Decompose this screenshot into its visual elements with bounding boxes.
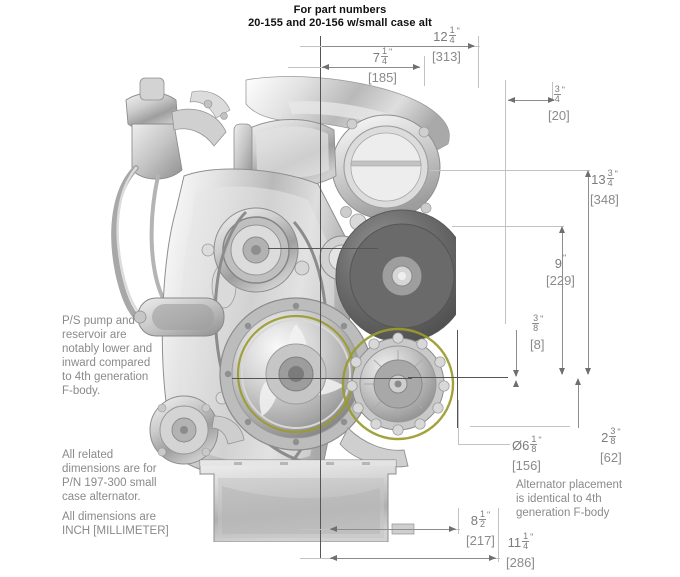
damper-horizontal-centerline bbox=[268, 248, 378, 249]
title-line-2: 20-155 and 20-156 w/small case alt bbox=[248, 17, 432, 29]
dimline-three-eighth bbox=[516, 330, 517, 376]
arrow-229-down bbox=[559, 368, 565, 375]
dimline-12-quarter bbox=[322, 46, 474, 47]
ext-right-20-b bbox=[552, 82, 553, 100]
arrow-217-right bbox=[449, 526, 456, 532]
arrow-62-up bbox=[575, 378, 581, 385]
ext-348-top bbox=[430, 170, 590, 171]
arrow-286-left bbox=[330, 555, 337, 561]
dimline-three-quarter bbox=[508, 100, 554, 101]
arrow-7-left bbox=[322, 64, 329, 70]
arrow-12-right bbox=[468, 43, 475, 49]
dimline-13-three-quarter bbox=[588, 172, 589, 374]
dimline-2-three-eighth bbox=[578, 380, 579, 428]
engine-illustration bbox=[96, 72, 456, 542]
vertical-centerline bbox=[320, 36, 321, 558]
arrow-20-right bbox=[548, 97, 555, 103]
dimline-7-quarter bbox=[322, 67, 420, 68]
alternator-horizontal-centerline bbox=[408, 377, 508, 378]
ext-top-vert-12 bbox=[478, 36, 479, 88]
note-ps-pump: P/S pump and reservoir are notably lower… bbox=[62, 315, 153, 397]
arrow-8-up bbox=[513, 380, 519, 387]
arrow-229-up bbox=[559, 226, 565, 233]
ext-62-bottom bbox=[470, 426, 570, 427]
title-line-1: For part numbers bbox=[293, 4, 387, 16]
arrow-20-left bbox=[508, 97, 515, 103]
note-related-dimensions: All related dimensions are for P/N 197-3… bbox=[62, 449, 157, 503]
ext-top-vert-7 bbox=[424, 56, 425, 86]
note-units: All dimensions are INCH [MILLIMETER] bbox=[62, 511, 169, 537]
dimline-nine bbox=[562, 228, 563, 374]
note-alternator-placement: Alternator placement is identical to 4th… bbox=[516, 479, 623, 519]
page-title: For part numbers 20-155 and 20-156 w/sma… bbox=[0, 4, 680, 30]
ext-diameter-leader bbox=[458, 444, 510, 445]
dim-nine-inch: 9" [229] bbox=[546, 253, 575, 288]
arrow-348-up bbox=[585, 170, 591, 177]
alternator-vertical-centerline bbox=[457, 330, 458, 428]
ext-bottom-vert-286 bbox=[498, 508, 499, 562]
arrow-348-down bbox=[585, 368, 591, 375]
arrow-8-down bbox=[513, 370, 519, 377]
ext-229-top bbox=[452, 226, 564, 227]
arrow-7-right bbox=[413, 64, 420, 70]
dimline-8-half bbox=[330, 529, 456, 530]
arrow-286-right bbox=[489, 555, 496, 561]
ext-right-20-a bbox=[505, 80, 506, 324]
crank-horizontal-centerline bbox=[232, 378, 412, 379]
ext-diameter-leader-v bbox=[458, 400, 459, 444]
arrow-217-left bbox=[330, 526, 337, 532]
ext-bottom-vert-217 bbox=[458, 508, 459, 534]
dimline-11-quarter bbox=[330, 558, 496, 559]
